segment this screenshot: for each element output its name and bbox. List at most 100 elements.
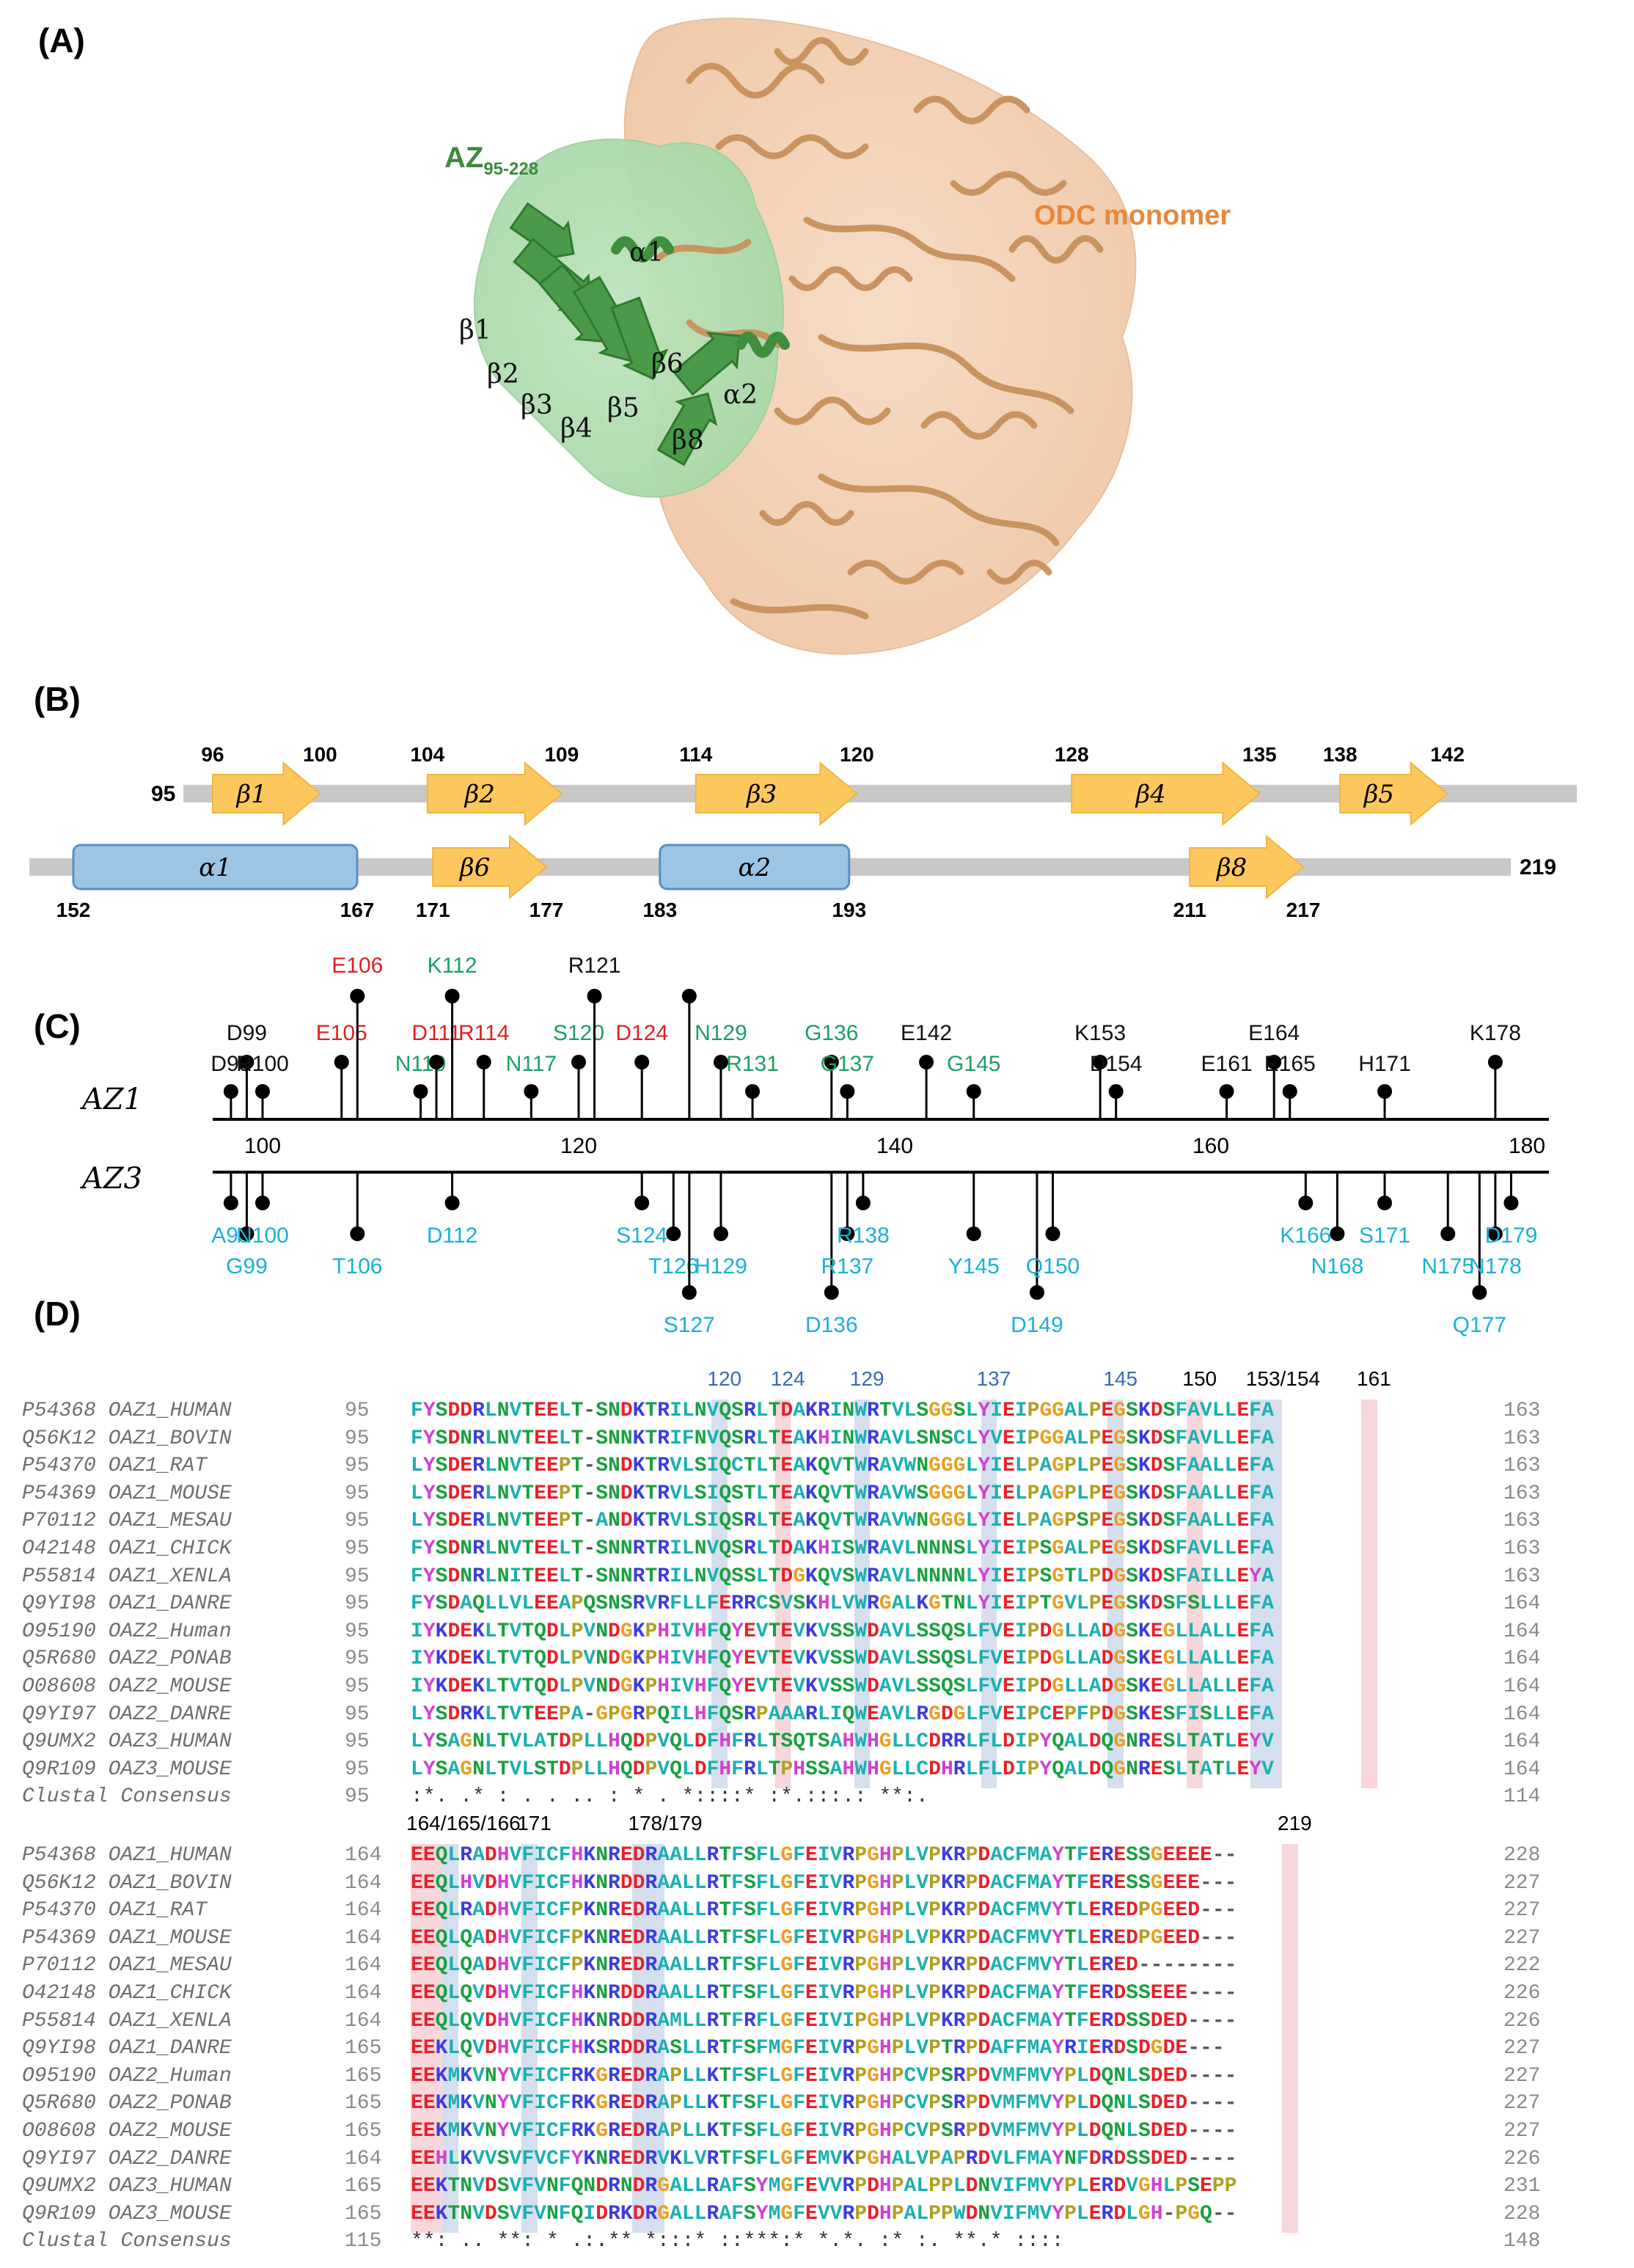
az1-dot [255,1084,270,1099]
alignment-end-position: 227 [1503,1899,1541,1923]
az3-dot [1330,1226,1345,1241]
alignment-end-position: 226 [1503,2009,1541,2033]
element-end-label: 135 [1242,743,1277,766]
alignment-sequence-name: Clustal Consensus [22,2230,232,2253]
element-start-label: 152 [56,899,91,921]
alignment-sequence: FYSDNRLNITEELT-SNNRTRILNVQSSLTDGKQVSWRAV… [411,1565,1274,1588]
strand-104-109 [426,761,563,827]
alignment-sequence: LYSDERLNVTEEPT-SNDKTRVLSIQSTLTEAKQVTWRAV… [411,1482,1274,1505]
alignment-sequence-name: Q5R680 OAZ2_PONAB [22,1647,232,1671]
az1-dot [476,1055,491,1069]
alignment-start-position: 164 [345,1982,382,2005]
ss-beta1: β1 [459,315,491,345]
alignment-end-position: 227 [1503,1871,1541,1895]
az3-dot [444,1196,460,1210]
alignment-start-position: 95 [345,1427,370,1450]
az1-label: AZ1 [79,1083,142,1116]
az1-residue-label: R114 [458,1021,510,1045]
element-name: β1 [235,780,267,809]
az3-residue-label: S124 [616,1223,667,1248]
alignment-column-highlight [411,1844,443,2233]
odc-label: ODC monomer [1034,200,1231,231]
alignment-sequence-name: P54368 OAZ1_HUMAN [22,1400,232,1422]
alignment-sequence: FYSDDRLNVTEELT-SNDKTRILNVQSRLTDAKRINWRTV… [411,1400,1274,1422]
az1-residue-label: N110 [395,1052,447,1076]
alignment-position-marker: 164/165/166 [406,1812,521,1834]
az1-residue-label: G137 [821,1052,874,1076]
az1-residue-label: G136 [805,1021,858,1045]
element-end-label: 217 [1286,899,1321,921]
alignment-end-position: 164 [1503,1647,1541,1671]
alignment-end-position: 231 [1503,2175,1541,2198]
strand-138-142 [1339,761,1449,827]
row2-line [29,858,1511,876]
az1-residue-label: E106 [331,954,383,978]
alignment-sequence: EEKLQVDHVFICFHKSRDDRASLLRTFSFMGFEIVRPGHP… [411,2037,1225,2060]
alignment-start-position: 95 [345,1675,370,1698]
alignment-start-position: 165 [345,2202,382,2225]
element-end-label: 109 [544,743,579,766]
alignment-start-position: 95 [345,1702,370,1726]
alignment-end-position: 227 [1503,2092,1541,2115]
alignment-end-position: 227 [1503,2064,1541,2088]
alignment-start-position: 164 [345,1954,382,1978]
strand-128-135 [1071,761,1261,827]
az1-residue-label: N117 [506,1052,557,1076]
axis-tick-160: 160 [1192,1134,1229,1158]
alignment-start-position: 165 [345,2120,382,2143]
alignment-end-position: 148 [1503,2230,1541,2253]
element-name: β6 [458,853,490,882]
alignment-sequence: LYSAGNLTVLSTDPLLHQDPVQLDFHFRLTPHSSAHWHGL… [411,1757,1274,1781]
element-start-label: 114 [679,743,713,766]
ss-beta5: β5 [607,393,640,423]
alignment-start-position: 95 [345,1565,370,1588]
alignment-end-position: 163 [1503,1455,1541,1478]
az1-dot [713,1055,728,1069]
az1-residue-label: R121 [568,954,621,978]
alignment-sequence: EEQLHVDHVFICFHKNRDDRAALLRTFSFLGFEIVRPGHP… [411,1871,1237,1895]
element-end-label: 193 [832,899,866,921]
alignment-sequence: LYSDERLNVTEEPT-ANDKTRVLSIQSRLTEAKQVTWRAV… [411,1510,1274,1533]
az1-residue-label: D98 [210,1052,251,1076]
alignment-end-position: 228 [1503,2202,1541,2225]
element-end-label: 100 [303,743,337,766]
az1-residue-label: R100 [236,1052,289,1076]
alignment-sequence-name: Q9YI97 OAZ2_DANRE [22,2147,232,2170]
az1-dot [524,1084,539,1099]
alignment-start-position: 95 [345,1510,370,1533]
alignment-end-position: 163 [1503,1537,1541,1560]
panel-c-label: (C) [34,1007,81,1045]
element-name: β2 [464,780,495,809]
az1-dot [350,989,365,1003]
alignment-sequence-name: P54369 OAZ1_MOUSE [22,1926,232,1950]
az3-residue-label: T126 [648,1254,698,1279]
az1-dot [1377,1084,1393,1099]
alignment-sequence: EEQLRADHVFICFPKNREDRAALLRTFSFLGFEIVRPGHP… [411,1899,1237,1923]
alignment-start-position: 95 [345,1592,370,1616]
element-start-label: 183 [642,899,677,921]
element-name: β8 [1215,853,1247,882]
az-ribbons [509,202,741,467]
az1-dot [1108,1084,1124,1099]
alignment-end-position: 227 [1503,2037,1541,2060]
az1-dot [919,1055,934,1069]
element-end-label: 142 [1430,743,1465,766]
az1-dot [1282,1084,1297,1099]
alignment-sequence-name: Q9YI97 OAZ2_DANRE [22,1702,232,1726]
element-start-label: 171 [416,899,450,921]
alignment-sequence-name: O95190 OAZ2_Human [22,1620,232,1643]
az1-dot [223,1084,238,1099]
az3-dot [239,1226,254,1241]
alignment-sequence-name: P54370 OAZ1_RAT [22,1455,208,1478]
az1-residue-label: G145 [947,1052,1000,1076]
ss-beta4: β4 [560,414,593,444]
alignment-sequence-name: Q9YI98 OAZ1_DANRE [22,1592,232,1616]
alignment-start-position: 95 [345,1730,370,1754]
axis-tick-100: 100 [244,1134,281,1158]
alignment-start-position: 95 [345,1647,370,1671]
alignment-start-position: 164 [345,1871,382,1895]
alignment-end-position: 164 [1503,1730,1541,1754]
az1-residue-label: K112 [428,954,477,978]
az3-residue-label: R138 [837,1223,890,1248]
alignment-position-marker: 150 [1182,1367,1217,1390]
